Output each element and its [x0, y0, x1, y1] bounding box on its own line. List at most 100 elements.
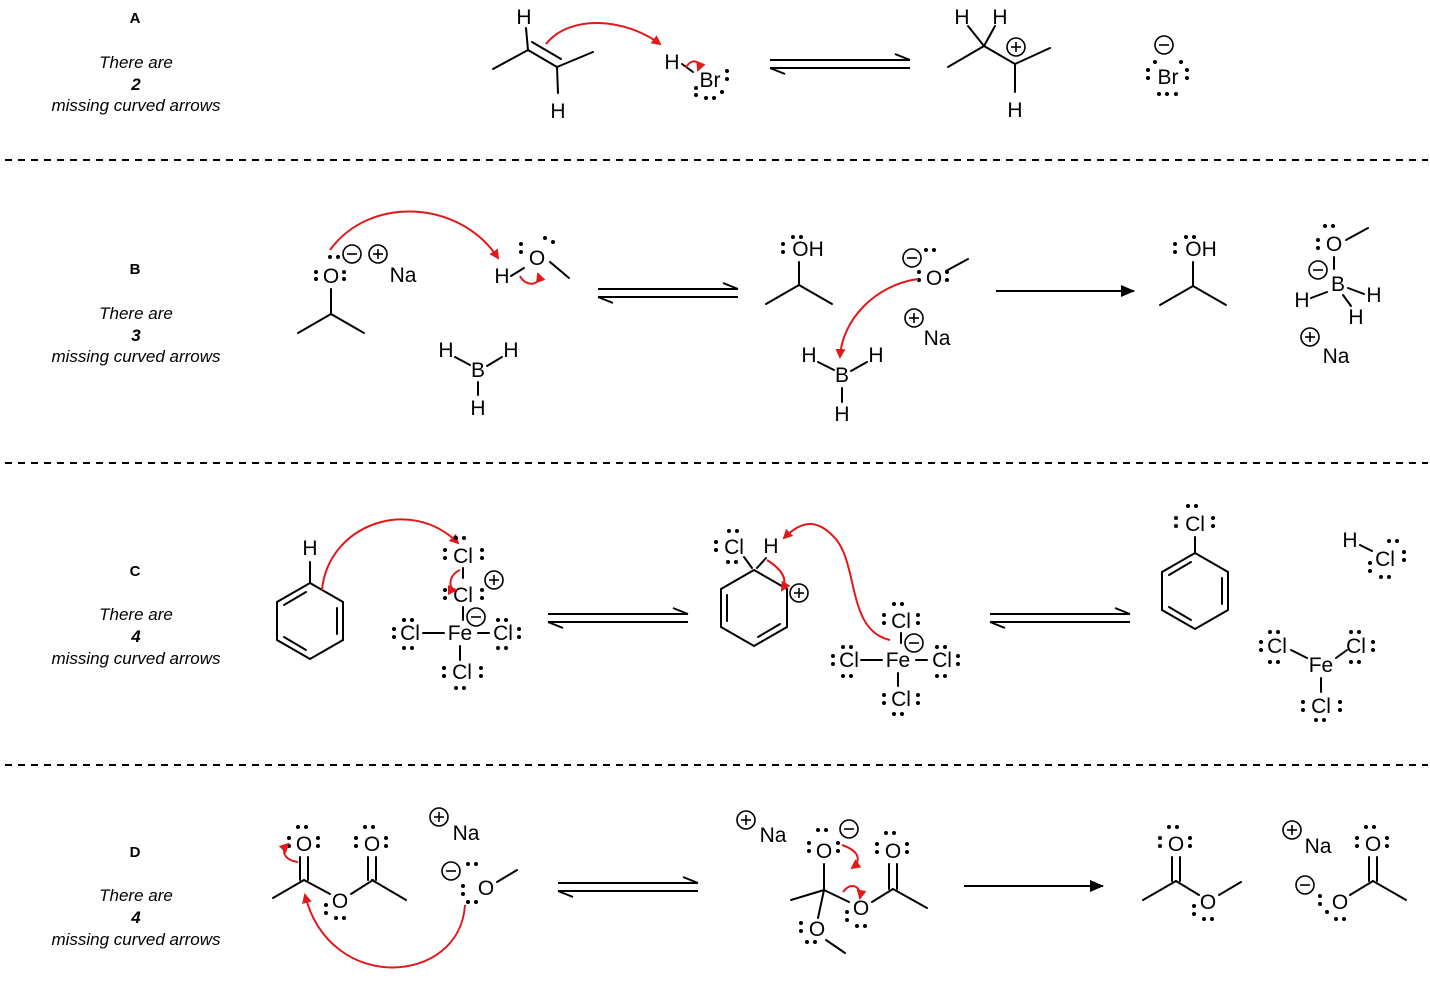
positive-charge-icon — [484, 570, 504, 590]
acetic-anhydride-molecule: O O O — [272, 825, 407, 920]
atom-label: O — [1365, 833, 1381, 856]
note-line: There are — [99, 53, 173, 72]
atom-label: H — [801, 344, 816, 367]
curved-arrow — [835, 278, 919, 359]
atom-label: Fe — [448, 622, 473, 645]
positive-charge-icon — [904, 308, 924, 328]
negative-charge-icon — [1154, 35, 1174, 55]
section-d-label: D There are 4 missing curved arrows — [51, 844, 221, 949]
atom-label: O — [323, 265, 339, 288]
section-a-label: A There are 2 missing curved arrows — [51, 10, 221, 115]
iron-trichloride: Cl Fe Cl Cl — [1259, 630, 1375, 722]
atom-label: Na — [453, 822, 480, 845]
note-count: 2 — [130, 75, 141, 94]
atom-label: Cl — [932, 649, 952, 672]
atom-label: H — [1342, 529, 1357, 552]
atom-label: Cl — [453, 545, 473, 568]
negative-charge-icon — [1308, 260, 1328, 280]
note-line: There are — [99, 304, 173, 323]
curved-arrow — [685, 60, 706, 72]
negative-charge-icon — [1295, 875, 1315, 895]
hbr-molecule: H Br — [664, 51, 729, 100]
note-line: missing curved arrows — [51, 96, 221, 115]
atom-label: O — [926, 267, 942, 290]
section-d-reaction: O O O Na — [272, 807, 1407, 969]
atom-label: O — [478, 877, 494, 900]
methanol-molecule: H O — [494, 236, 570, 288]
carbocation-molecule: H H H — [947, 6, 1051, 122]
equilibrium-arrow — [557, 876, 699, 898]
curved-arrow — [841, 844, 862, 870]
atom-label: O — [1332, 891, 1348, 914]
tetrachloroferrate-ion: Cl Fe Cl Cl Cl — [831, 602, 960, 716]
atom-label: H — [494, 265, 509, 288]
curved-arrow — [278, 842, 299, 863]
isopropoxide-ion: O Na — [297, 244, 417, 334]
atom-label: Cl — [724, 536, 744, 559]
note-line: There are — [99, 886, 173, 905]
negative-charge-icon — [466, 607, 486, 627]
negative-charge-icon — [441, 861, 461, 881]
isopropanol-molecule: OH — [1159, 235, 1227, 306]
positive-charge-icon — [429, 807, 449, 827]
curved-arrow — [842, 884, 867, 900]
atom-label: Na — [390, 264, 417, 287]
chlorobenzene-molecule: Cl — [1161, 504, 1229, 631]
section-c-label: C There are 4 missing curved arrows — [51, 563, 221, 668]
atom-label: Na — [760, 824, 787, 847]
section-letter: B — [130, 261, 141, 278]
atom-label: O — [1168, 833, 1184, 856]
benzene-molecule: H — [276, 537, 344, 661]
note-line: There are — [99, 605, 173, 624]
atom-label: O — [1200, 891, 1216, 914]
atom-label: O — [816, 840, 832, 863]
atom-label: O — [809, 918, 825, 941]
atom-label: B — [835, 364, 849, 387]
atom-label: O — [885, 840, 901, 863]
note-count: 4 — [130, 908, 141, 927]
atom-label: H — [470, 397, 485, 420]
atom-label: O — [1326, 233, 1342, 256]
atom-label: H — [1348, 306, 1363, 329]
atom-label: Na — [924, 327, 951, 350]
section-b-reaction: O Na H O H — [297, 210, 1382, 426]
section-letter: C — [130, 563, 141, 580]
atom-label: H — [1294, 289, 1309, 312]
atom-label: H — [992, 6, 1007, 29]
tetrahedral-intermediate: Na O O O — [736, 810, 928, 954]
butene-molecule: H H — [492, 6, 594, 123]
atom-label: OH — [1185, 238, 1217, 261]
atom-label: H — [834, 403, 849, 426]
atom-label: Cl — [1346, 635, 1366, 658]
atom-label: Cl — [1311, 695, 1331, 718]
equilibrium-arrow — [547, 607, 689, 629]
atom-label: H — [550, 100, 565, 123]
atom-label: O — [529, 247, 545, 270]
atom-label: Cl — [493, 622, 513, 645]
section-c-reaction: H Cl Cl — [276, 504, 1406, 722]
positive-charge-icon — [789, 583, 809, 603]
atom-label: O — [332, 890, 348, 913]
section-b-label: B There are 3 missing curved arrows — [51, 261, 221, 366]
atom-label: B — [1331, 273, 1345, 296]
atom-label: H — [868, 344, 883, 367]
atom-label: Cl — [453, 584, 473, 607]
atom-label: Cl — [891, 610, 911, 633]
note-line: missing curved arrows — [51, 347, 221, 366]
atom-label: Cl — [400, 622, 420, 645]
atom-label: H — [1366, 284, 1381, 307]
bromide-ion: Br — [1146, 35, 1189, 96]
positive-charge-icon — [1282, 820, 1302, 840]
section-a-reaction: H H H Br H — [492, 6, 1189, 123]
borane-molecule: H B H H — [438, 339, 518, 420]
atom-label: Br — [700, 69, 721, 92]
negative-charge-icon — [902, 248, 922, 268]
atom-label: H — [954, 6, 969, 29]
curved-arrow — [766, 559, 791, 592]
equilibrium-arrow — [597, 282, 739, 304]
atom-label: Fe — [886, 649, 911, 672]
atom-label: Br — [1158, 66, 1179, 89]
curved-arrow — [329, 210, 500, 260]
